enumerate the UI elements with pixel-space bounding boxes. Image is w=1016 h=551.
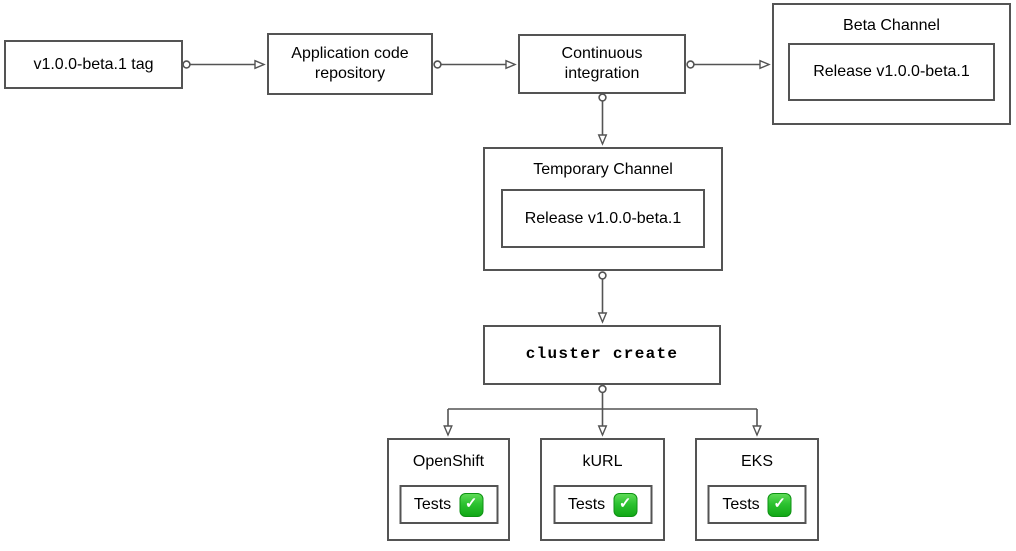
node-eks: EKS Tests ✓: [695, 438, 819, 541]
temporary-channel-release-label: Release v1.0.0-beta.1: [524, 209, 682, 227]
node-continuous-integration: Continuous integration: [518, 34, 686, 94]
connector-repo-to-ci: [433, 59, 517, 70]
temporary-channel-title: Temporary Channel: [533, 161, 673, 178]
connector-ci-to-temporary-channel: [597, 93, 608, 146]
cluster-create-label: cluster create: [525, 345, 679, 364]
eks-title: EKS: [740, 453, 773, 470]
openshift-title: OpenShift: [412, 453, 485, 470]
beta-channel-release-box: Release v1.0.0-beta.1: [788, 43, 995, 101]
node-kurl: kURL Tests ✓: [540, 438, 665, 541]
node-openshift: OpenShift Tests ✓: [387, 438, 510, 541]
node-beta-channel: Beta Channel Release v1.0.0-beta.1: [772, 3, 1011, 125]
temporary-channel-release-box: Release v1.0.0-beta.1: [501, 189, 705, 248]
check-icon: ✓: [767, 492, 792, 517]
repository-label: Application code repository: [291, 45, 409, 82]
node-cluster-create: cluster create: [483, 325, 721, 385]
node-version-tag: v1.0.0-beta.1 tag: [4, 40, 183, 89]
kurl-tests-box: Tests ✓: [553, 485, 652, 524]
beta-channel-release-label: Release v1.0.0-beta.1: [813, 63, 970, 81]
kurl-tests-label: Tests: [567, 495, 606, 513]
connector-ci-to-beta-channel: [686, 59, 771, 70]
node-application-code-repository: Application code repository: [267, 33, 433, 95]
beta-channel-title: Beta Channel: [843, 17, 940, 34]
node-temporary-channel: Temporary Channel Release v1.0.0-beta.1: [483, 147, 723, 271]
openshift-tests-box: Tests ✓: [399, 485, 498, 524]
continuous-integration-label: Continuous integration: [561, 45, 643, 82]
check-icon: ✓: [613, 492, 638, 517]
connector-tag-to-repo: [182, 59, 266, 70]
version-tag-label: v1.0.0-beta.1 tag: [33, 55, 154, 73]
kurl-title: kURL: [582, 453, 623, 470]
connector-temporary-channel-to-cluster-create: [597, 271, 608, 324]
openshift-tests-label: Tests: [413, 495, 452, 513]
eks-tests-box: Tests ✓: [707, 485, 807, 524]
check-icon: ✓: [459, 492, 484, 517]
eks-tests-label: Tests: [722, 495, 760, 513]
connector-cluster-create-to-tests: [443, 384, 762, 437]
